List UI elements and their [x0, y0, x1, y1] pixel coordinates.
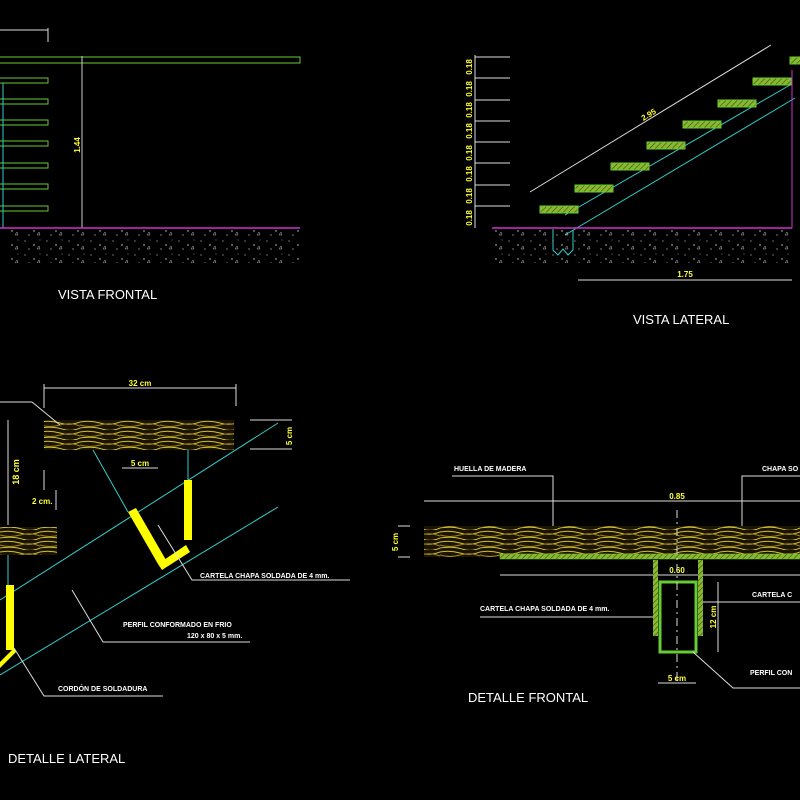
width-dimension: 32 cm	[129, 379, 152, 388]
thickness-dimension: 5 cm	[285, 427, 294, 445]
ground-fill	[8, 229, 301, 263]
vista-frontal: 1.44 VISTA FRONTAL	[0, 28, 301, 302]
note-cordon: CORDÓN DE SOLDADURA	[58, 684, 147, 693]
length-dimension: 2.95	[640, 107, 658, 123]
note-chapa: CHAPA SO	[762, 466, 799, 473]
thickness-dimension: 5 cm	[391, 533, 400, 551]
base-dimension: 1.75	[677, 270, 693, 279]
treads	[539, 56, 800, 214]
stringer-profile	[0, 422, 279, 676]
wood-tread	[44, 420, 234, 450]
gusset-dimension: 5 cm	[131, 459, 149, 468]
steel-plate	[499, 553, 800, 560]
height-dimension: 1.44	[73, 137, 82, 153]
title-vista-frontal: VISTA FRONTAL	[58, 287, 157, 302]
handrail	[0, 56, 301, 64]
note-perfil-2: 120 x 80 x 5 mm.	[187, 633, 242, 640]
svg-text:0.18: 0.18	[465, 145, 474, 161]
overhang-dimension: 2 cm.	[32, 497, 52, 506]
wood-tread-lower	[0, 527, 57, 555]
wood-tread	[424, 526, 800, 557]
vista-lateral: 0.18 0.18 0.18 0.18 0.18 0.18 0.18 0.18 …	[465, 44, 800, 327]
profile-height-dimension: 12 cm	[709, 606, 718, 629]
tread-stack	[0, 77, 49, 212]
note-perfil: PERFIL CON	[750, 670, 792, 677]
svg-text:0.18: 0.18	[465, 102, 474, 118]
detalle-frontal: HUELLA DE MADERA CHAPA SO 0.85 5 cm 0.60…	[391, 466, 800, 705]
svg-text:0.18: 0.18	[465, 81, 474, 97]
title-detalle-lateral: DETALLE LATERAL	[8, 751, 125, 766]
profile-width-dimension: 5 cm	[668, 674, 686, 683]
detalle-lateral: 32 cm 5 cm 18 cm 5 cm 2 cm. CARTELA CHAP…	[0, 379, 350, 766]
rise-dimension: 18 cm	[11, 459, 21, 485]
title-detalle-frontal: DETALLE FRONTAL	[468, 690, 588, 705]
note-huella: HUELLA DE MADERA	[454, 466, 526, 473]
length-dimension-line	[529, 44, 772, 193]
title-vista-lateral: VISTA LATERAL	[633, 312, 729, 327]
note-cartela-left: CARTELA CHAPA SOLDADA DE 4 mm.	[480, 606, 609, 613]
svg-text:0.18: 0.18	[465, 210, 474, 226]
svg-text:0.18: 0.18	[465, 188, 474, 204]
note-perfil-1: PERFIL CONFORMADO EN FRIO	[123, 622, 232, 629]
steel-profile	[653, 510, 703, 680]
weld-bead	[0, 480, 192, 668]
riser-dimensions: 0.18 0.18 0.18 0.18 0.18 0.18 0.18 0.18	[465, 59, 474, 226]
width-dimension: 0.85	[669, 492, 685, 501]
svg-text:0.18: 0.18	[465, 59, 474, 75]
note-cartela: CARTELA CHAPA SOLDADA DE 4 mm.	[200, 573, 329, 580]
svg-text:0.18: 0.18	[465, 166, 474, 182]
note-cartela-right: CARTELA C	[752, 592, 792, 599]
svg-text:0.18: 0.18	[465, 123, 474, 139]
